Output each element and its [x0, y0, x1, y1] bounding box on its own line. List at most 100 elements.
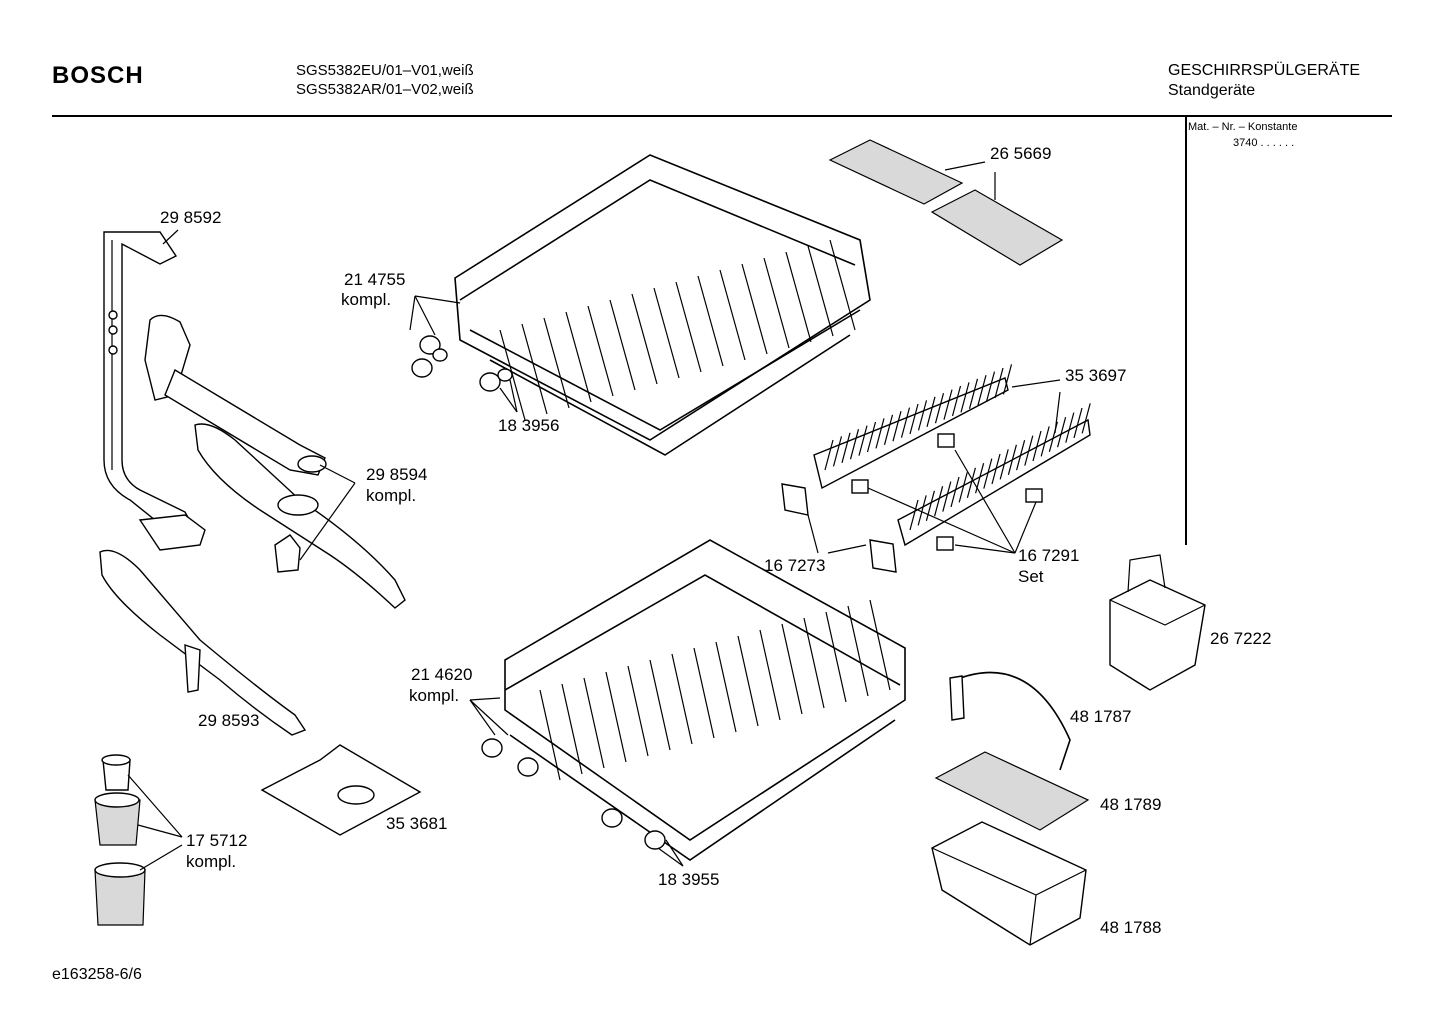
- part-label-175712-suffix: kompl.: [186, 852, 237, 871]
- clips-part: [781, 433, 1043, 573]
- lower-basket-wire: [737, 635, 759, 727]
- tine: [832, 436, 843, 467]
- mat-nr-label: Mat. – Nr. – Konstante: [1188, 121, 1298, 133]
- tine: [934, 393, 945, 424]
- upper-basket-wire: [675, 281, 702, 373]
- brand-logo: BOSCH: [52, 62, 144, 89]
- lower-basket-wire: [693, 647, 715, 739]
- tine: [960, 382, 970, 413]
- lower-basket-wire: [627, 665, 649, 757]
- tine: [917, 495, 927, 526]
- tine: [849, 429, 860, 460]
- part-label-183956: 18 3956: [498, 416, 560, 435]
- part-label-353681: 35 3681: [386, 814, 448, 833]
- upper-basket-wire: [785, 251, 812, 343]
- tine: [951, 385, 962, 417]
- tine: [900, 407, 911, 438]
- lower-wheels-part: [481, 738, 666, 850]
- cutlery-basket-part: [1109, 554, 1206, 691]
- tine: [968, 378, 979, 409]
- lower-basket-wire: [583, 677, 605, 769]
- tine: [943, 389, 953, 420]
- part-label-175712: 17 5712: [186, 831, 248, 850]
- tine: [977, 375, 987, 406]
- lower-basket-wire: [649, 659, 671, 751]
- tine: [909, 499, 919, 531]
- part-label-214620: 21 4620: [411, 665, 473, 684]
- tine: [1081, 403, 1091, 434]
- lower-basket-wire: [671, 653, 693, 745]
- tine: [958, 472, 968, 503]
- lower-basket-wire: [847, 605, 869, 697]
- tine: [966, 467, 976, 498]
- part-label-167291: 16 7291: [1018, 546, 1080, 565]
- flat-filter-part: [260, 744, 422, 836]
- lower-basket-wire: [759, 629, 781, 721]
- tine: [858, 425, 868, 456]
- upper-basket-wire: [587, 305, 614, 397]
- lower-basket-wire: [825, 611, 847, 703]
- part-label-167291-suffix: Set: [1018, 567, 1044, 586]
- model-line-1: SGS5382EU/01–V01,weiß: [296, 62, 474, 79]
- tine: [1007, 444, 1017, 475]
- tine: [983, 458, 993, 489]
- upper-basket-wire: [565, 311, 592, 403]
- lower-basket-wire: [803, 617, 825, 709]
- upper-basket-wire: [719, 269, 746, 361]
- upper-wheels-part: [411, 335, 513, 392]
- tine: [934, 486, 944, 517]
- spray-connector-part: [144, 314, 327, 476]
- tine: [1057, 417, 1067, 448]
- upper-basket-wire: [521, 323, 548, 415]
- part-label-353697: 35 3697: [1065, 366, 1127, 385]
- upper-basket-wire: [829, 239, 856, 331]
- tine: [841, 432, 851, 463]
- part-label-481788: 48 1788: [1100, 918, 1162, 937]
- supply-pipe-part: [103, 231, 206, 551]
- tine: [883, 414, 894, 445]
- part-label-267222: 26 7222: [1210, 629, 1272, 648]
- lower-basket-wire: [605, 671, 627, 763]
- category-title: GESCHIRRSPÜLGERÄTE: [1168, 62, 1361, 79]
- tine: [1016, 440, 1026, 471]
- tine: [917, 400, 928, 431]
- tine: [942, 481, 952, 512]
- part-label-214620-suffix: kompl.: [409, 686, 460, 705]
- tine: [1073, 407, 1083, 439]
- tine: [994, 367, 1004, 399]
- tine: [1002, 364, 1013, 395]
- part-label-481789: 48 1789: [1100, 795, 1162, 814]
- cup-shelves-part: [828, 139, 1064, 266]
- small-basket-part: [931, 821, 1087, 946]
- part-label-298593: 29 8593: [198, 711, 260, 730]
- part-label-183955: 18 3955: [658, 870, 720, 889]
- part-label-214755-suffix: kompl.: [341, 290, 392, 309]
- part-label-298594: 29 8594: [366, 465, 428, 484]
- tine: [985, 371, 996, 402]
- lower-basket-wire: [561, 683, 583, 775]
- tine: [1065, 412, 1075, 443]
- tine: [1024, 435, 1034, 466]
- tine-rows-part: [813, 364, 1091, 547]
- tine: [925, 490, 935, 521]
- model-line-2: SGS5382AR/01–V02,weiß: [296, 81, 474, 98]
- tine: [1032, 430, 1042, 462]
- upper-basket-wire: [653, 287, 680, 379]
- part-label-298592: 29 8592: [160, 208, 222, 227]
- part-label-481787: 48 1787: [1070, 707, 1132, 726]
- lower-spray-arm-part: [99, 549, 307, 736]
- lower-basket-wire: [539, 689, 561, 781]
- tine: [1040, 426, 1050, 457]
- tine: [892, 411, 902, 442]
- part-label-167273: 16 7273: [764, 556, 826, 575]
- lower-basket-wire: [781, 623, 803, 715]
- part-label-265669: 26 5669: [990, 144, 1052, 163]
- mat-nr-value: 3740 . . . . . .: [1233, 137, 1295, 149]
- upper-basket-wire: [807, 245, 834, 337]
- tine: [824, 439, 834, 471]
- small-basket-handle-part: [949, 671, 1071, 771]
- part-label-298594-suffix: kompl.: [366, 486, 417, 505]
- lower-basket-part: [504, 539, 906, 861]
- upper-basket-wire: [763, 257, 790, 349]
